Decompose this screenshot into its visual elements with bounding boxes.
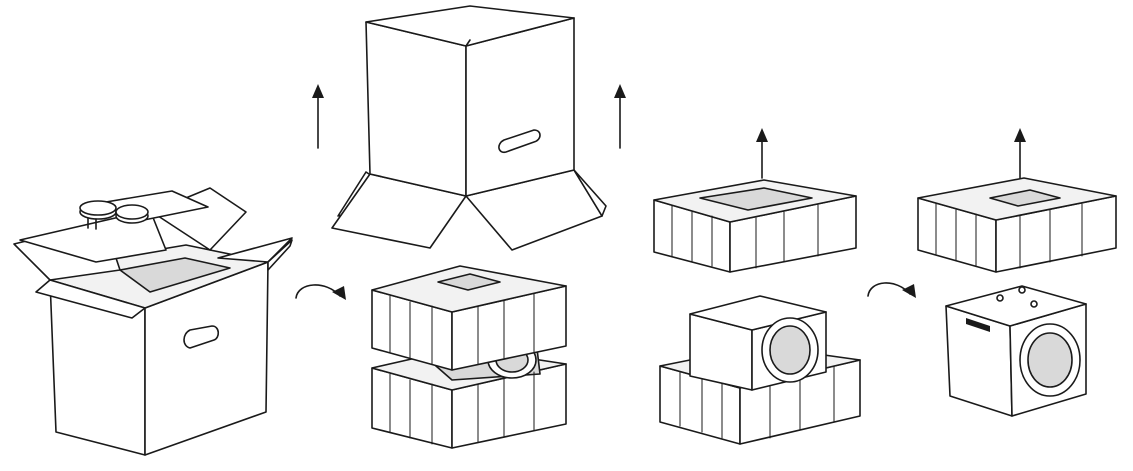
- arrow-up-icon: [1014, 128, 1026, 179]
- open-box-illustration: [13, 187, 293, 456]
- lifted-box-illustration: [331, 5, 607, 251]
- rotate-clockwise-icon: [867, 282, 916, 298]
- subwoofer-device-illustration: [945, 285, 1087, 417]
- accessory-cable-icon: [79, 200, 149, 230]
- rotate-clockwise-icon: [295, 284, 346, 300]
- arrow-up-icon: [756, 128, 768, 179]
- foam-stack-illustration: [371, 265, 567, 449]
- top-foam-illustration: [653, 179, 857, 273]
- arrow-up-icon: [614, 84, 626, 149]
- device-on-foam-illustration: [659, 295, 861, 445]
- arrow-up-icon: [312, 84, 324, 149]
- removed-foam-illustration: [917, 177, 1117, 273]
